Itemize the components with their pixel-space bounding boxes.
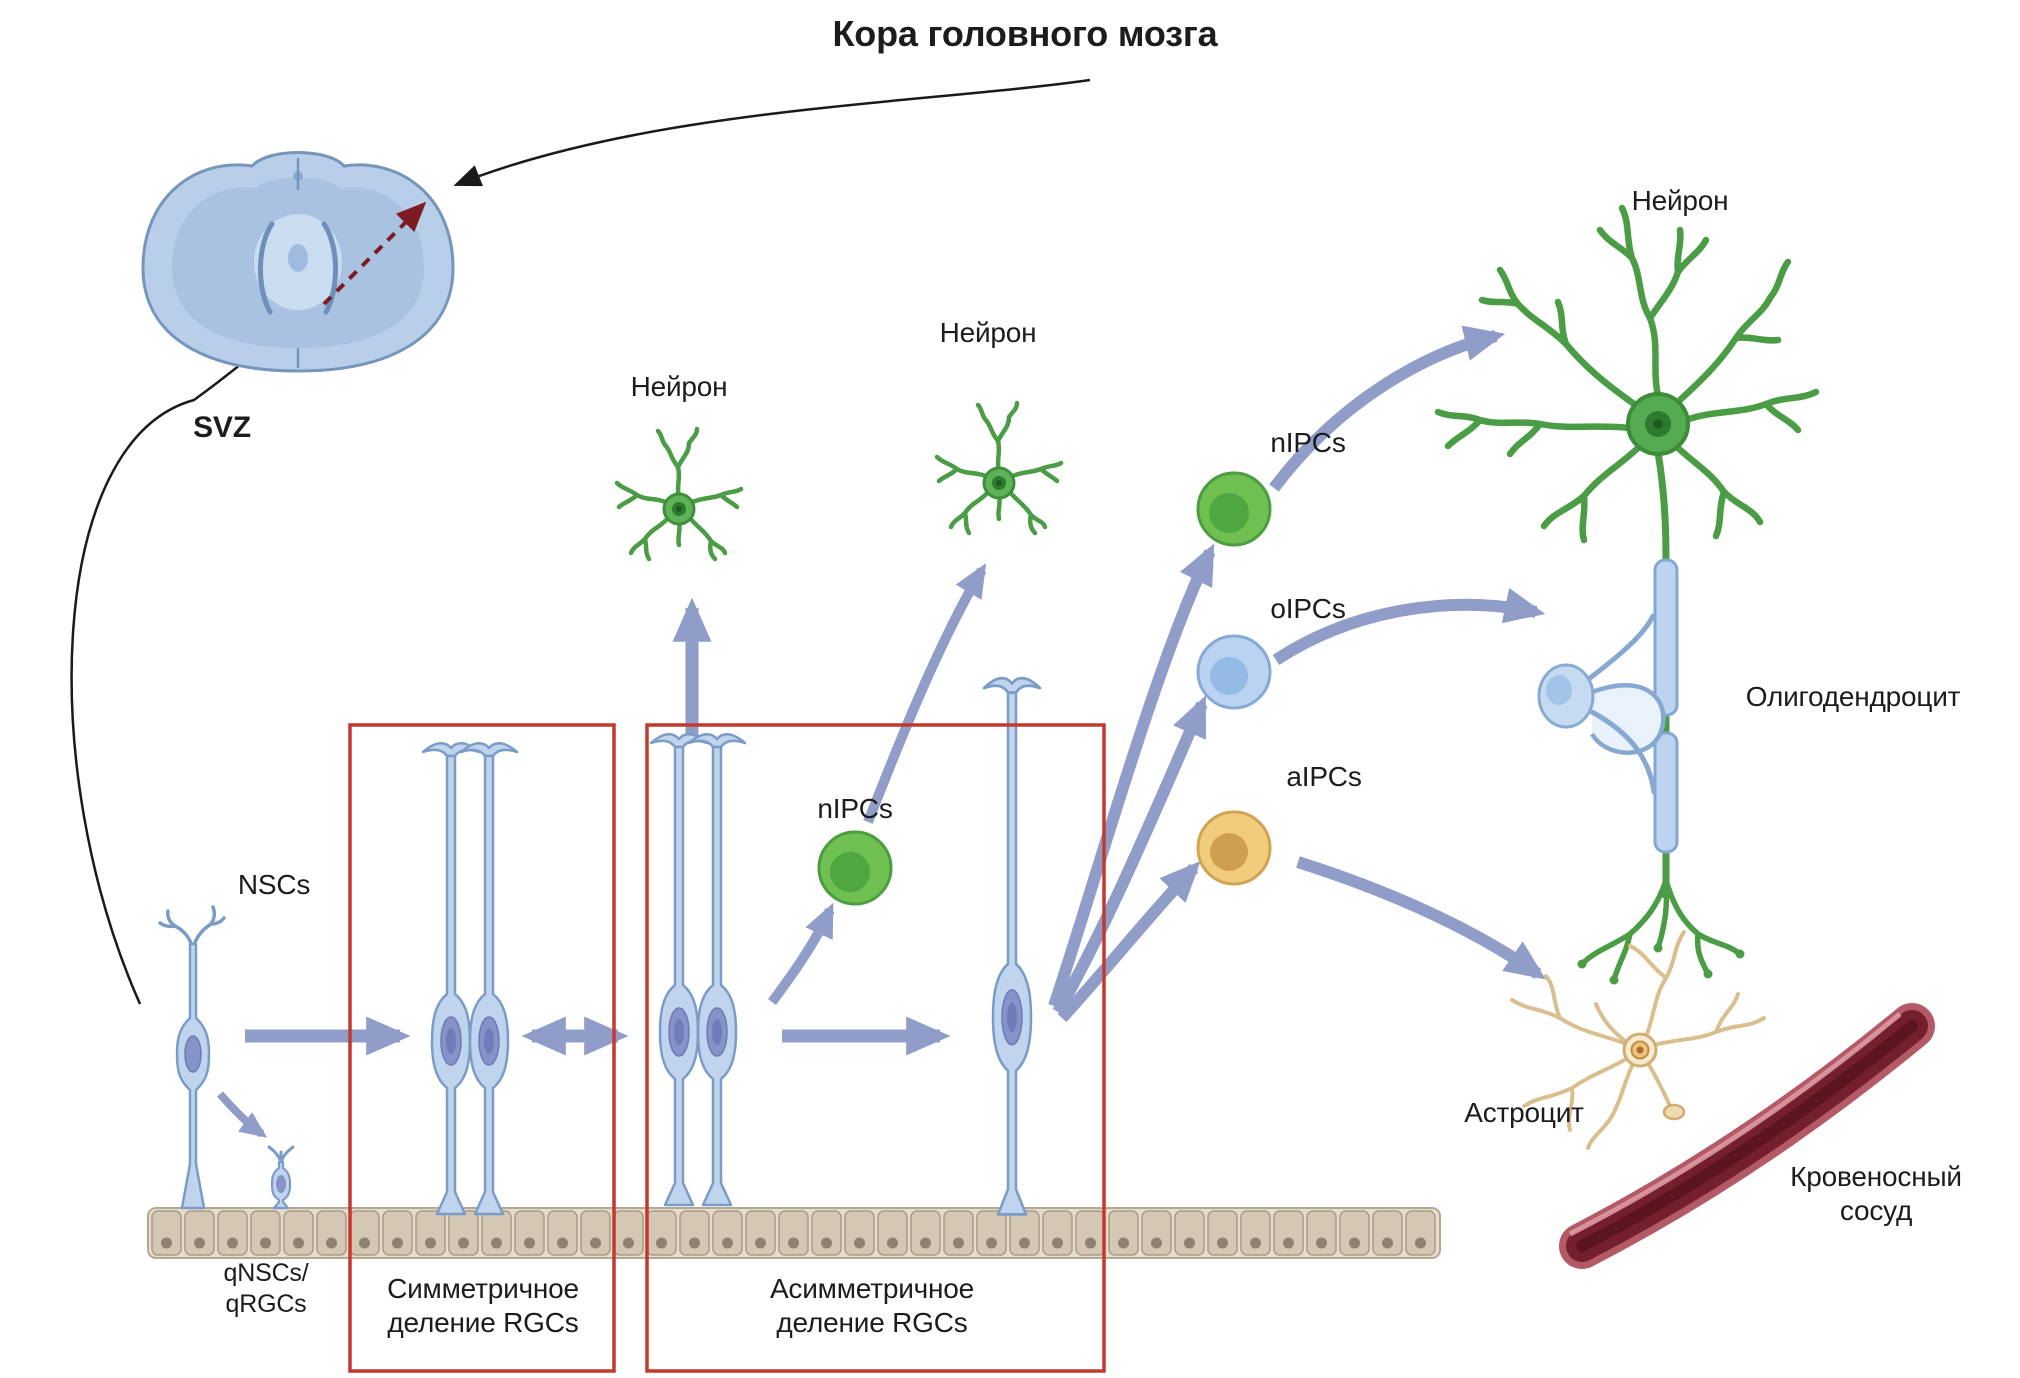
myelin-segment — [1653, 558, 1679, 717]
brain-section — [141, 151, 455, 373]
arrow-oipc-to-oligodendrocyte — [1272, 588, 1546, 666]
astrocyte-label: Астроцит — [1464, 1097, 1584, 1128]
arrow-fan-to-aipc — [1057, 861, 1201, 1023]
large-neuron-cell — [1434, 204, 1820, 985]
neuron-label-2: Нейрон — [939, 317, 1037, 348]
nipcs-inner-label: nIPCs — [817, 793, 893, 824]
asymmetric-division-box — [645, 723, 1106, 1373]
blood-vessel — [1559, 1003, 1935, 1269]
blood-vessel-label: Кровеносный сосуд — [1790, 1161, 1962, 1227]
aipc-cell — [1196, 810, 1272, 886]
arrow-nipc-inner-to-neuron2 — [863, 563, 987, 824]
epithelium-strip — [147, 1207, 1441, 1259]
nipc-cell-inner — [817, 830, 893, 906]
migration-dashed-arrow — [322, 201, 427, 306]
rgc-pair-asymmetric — [649, 732, 747, 1207]
myelin-segment — [1653, 731, 1679, 854]
small-neuron-2 — [937, 403, 1061, 533]
oligodendrocyte-label: Олигодендроцит — [1745, 681, 1961, 712]
asymmetric-division-label: Асимметричное деление RGCs — [769, 1273, 975, 1339]
symmetric-division-box — [348, 723, 616, 1373]
arrow-rgc-to-nipc-inner — [767, 902, 835, 1005]
qnscs-label: qNSCs/ qRGCs — [223, 1259, 309, 1318]
svz-label: SVZ — [193, 411, 251, 444]
arrow-nsc-to-qnsc — [217, 1091, 268, 1138]
small-neuron-1 — [617, 429, 741, 559]
rgc-pair-symmetric — [421, 741, 519, 1216]
nsc-cell — [158, 905, 226, 1210]
oipc-cell — [1196, 634, 1272, 710]
neuron-label-1: Нейрон — [630, 371, 728, 402]
oligodendrocyte-cell — [1537, 613, 1666, 795]
nscs-label: NSCs — [237, 869, 311, 900]
symmetric-division-label: Симметричное деление RGCs — [387, 1273, 579, 1339]
aipcs-label: aIPCs — [1286, 761, 1362, 792]
process-arrows — [217, 325, 1546, 1138]
cortex-pointer-arrow — [453, 78, 1091, 187]
oipcs-label: oIPCs — [1270, 593, 1346, 624]
qnsc-cell — [267, 1145, 295, 1210]
nipc-cell — [1196, 471, 1272, 547]
arrow-fan-to-oipc — [1052, 695, 1208, 1015]
rgc-single — [982, 676, 1042, 1216]
arrow-aipc-to-astrocyte — [1296, 856, 1546, 980]
neuron-label-large: Нейрон — [1631, 185, 1729, 216]
diagram-title: Кора головного мозга — [832, 13, 1218, 54]
arrow-nipc-to-big-neuron — [1269, 325, 1506, 492]
arrow-fan-to-nipc — [1048, 543, 1216, 1008]
astrocyte-cell — [1510, 930, 1766, 1150]
nipcs-label: nIPCs — [1270, 427, 1346, 458]
